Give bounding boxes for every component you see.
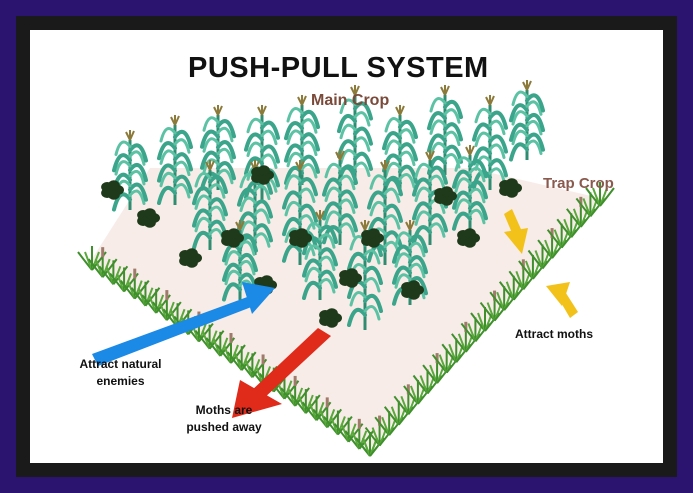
- trap-crop-label: Trap Crop: [543, 175, 614, 192]
- maize-plant: [511, 80, 543, 160]
- diagram-title: PUSH-PULL SYSTEM: [188, 52, 489, 85]
- maize-plant: [159, 115, 191, 205]
- main-crop-label: Main Crop: [311, 92, 389, 110]
- yellow-arrow-3: [546, 282, 578, 318]
- attract-natural-enemies-label: Attract natural enemies: [68, 356, 173, 390]
- moths-pushed-away-label: Moths are pushed away: [176, 402, 272, 436]
- maize-plant: [114, 130, 146, 210]
- attract-moths-label: Attract moths: [515, 327, 593, 341]
- maize-plant: [429, 85, 461, 175]
- maize-plant: [474, 95, 506, 190]
